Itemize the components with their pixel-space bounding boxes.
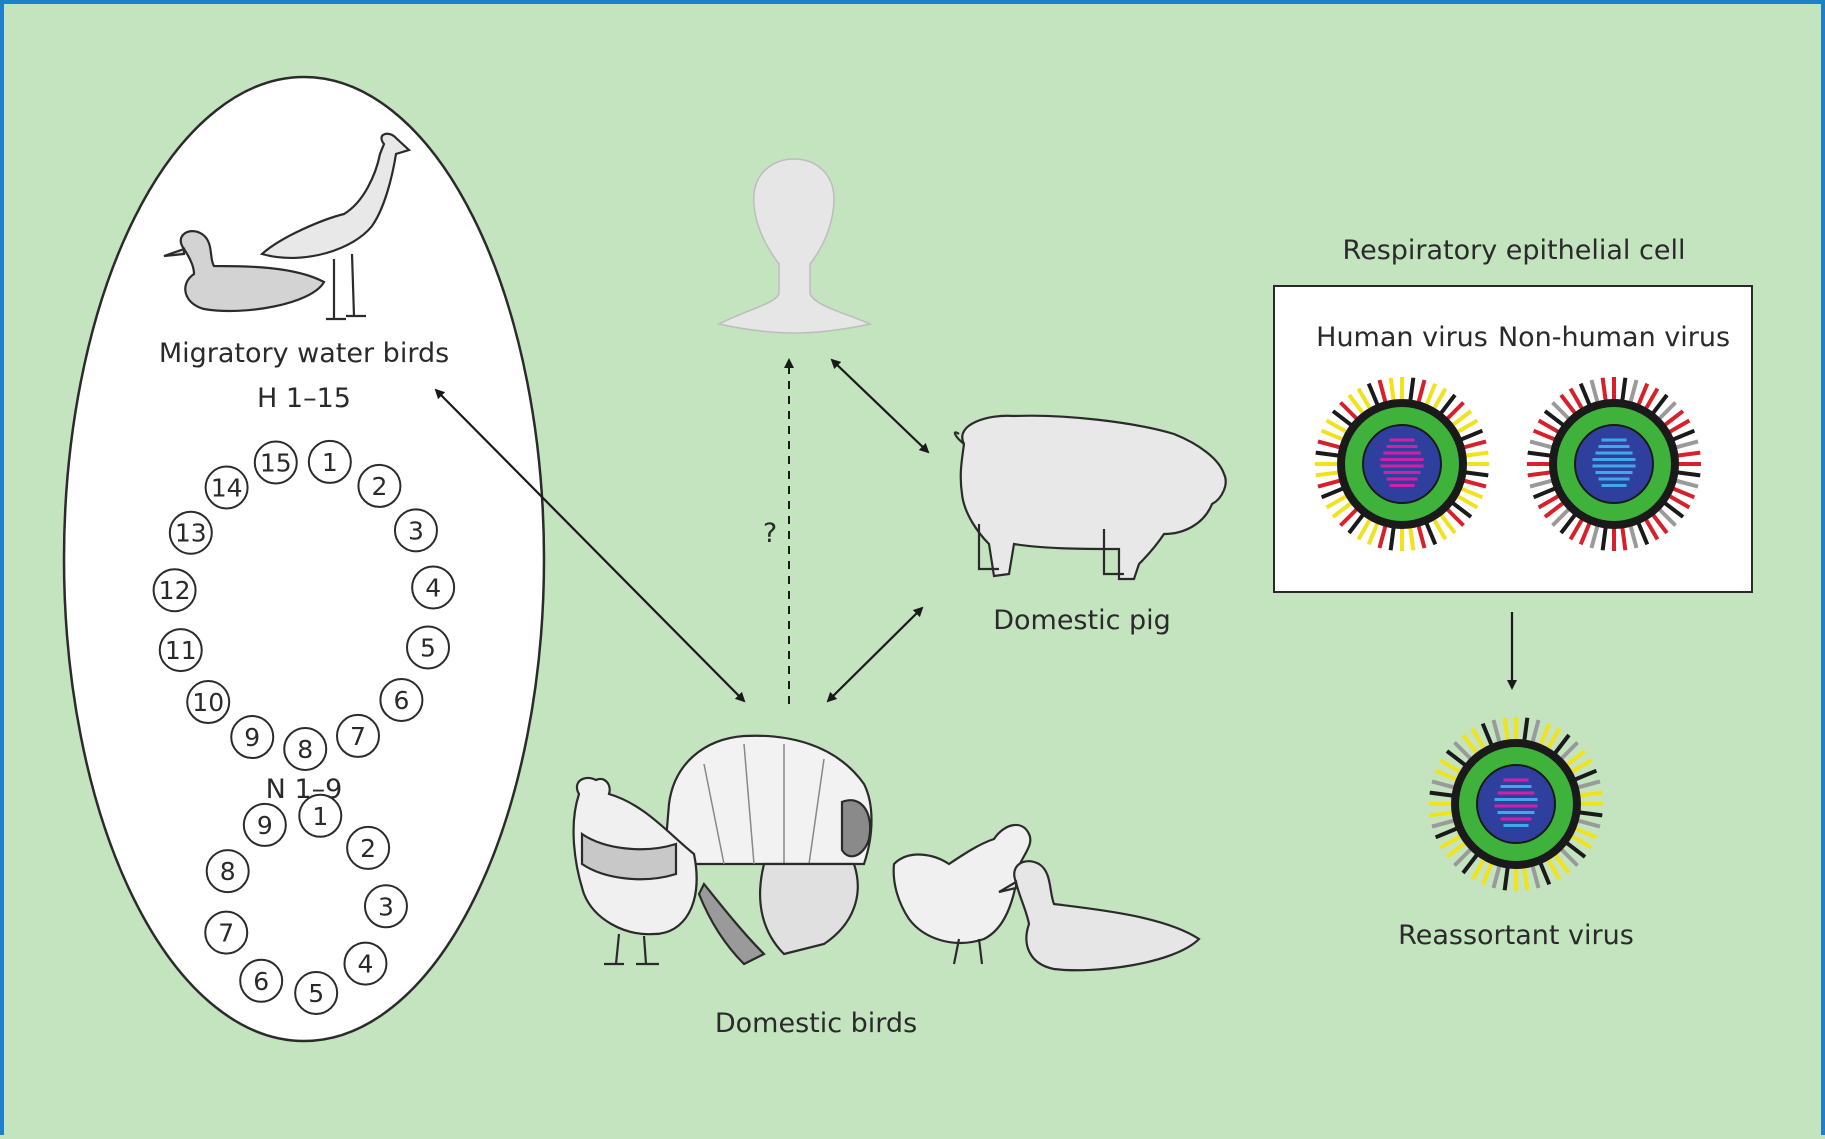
domestic-pig-label: Domestic pig xyxy=(993,605,1171,636)
h-subtype-15: 15 xyxy=(255,441,297,483)
arrow-human-pig xyxy=(832,360,928,452)
h-subtype-6: 6 xyxy=(380,679,422,721)
h-subtype-number: 6 xyxy=(393,686,409,715)
hen-icon xyxy=(894,825,1031,964)
h-subtype-1: 1 xyxy=(309,441,351,483)
migratory-birds-label: Migratory water birds xyxy=(159,338,449,369)
n-subtype-number: 8 xyxy=(220,857,236,886)
n-subtype-number: 7 xyxy=(218,919,234,948)
n-subtype-7: 7 xyxy=(205,912,247,954)
h-subtype-12: 12 xyxy=(154,569,196,611)
h-subtype-number: 10 xyxy=(192,688,224,717)
nonhuman-virus-icon xyxy=(1527,377,1701,551)
n-subtype-2: 2 xyxy=(347,827,389,869)
h-subtypes-title: H 1–15 xyxy=(257,383,351,414)
virus-core xyxy=(1363,425,1441,503)
n-subtype-number: 9 xyxy=(257,811,273,840)
h-subtype-number: 14 xyxy=(211,474,243,503)
reassortant-virus-label: Reassortant virus xyxy=(1398,920,1634,951)
unknown-transmission-mark: ? xyxy=(763,518,777,549)
domestic-birds-label: Domestic birds xyxy=(715,1008,917,1039)
h-subtype-number: 12 xyxy=(159,576,191,605)
h-subtype-number: 2 xyxy=(371,472,387,501)
migratory-birds-ellipse xyxy=(64,77,544,1041)
epithelial-cell-label: Respiratory epithelial cell xyxy=(1343,235,1686,266)
human-virus-icon xyxy=(1315,377,1489,551)
h-subtype-number: 3 xyxy=(408,516,424,545)
transmission-diagram: Migratory water birds H 1–15 12345678910… xyxy=(4,4,1825,1139)
n-subtype-9: 9 xyxy=(244,804,286,846)
n-subtype-5: 5 xyxy=(295,972,337,1014)
h-subtype-7: 7 xyxy=(337,715,379,757)
turkey-icon xyxy=(664,736,872,964)
n-subtype-4: 4 xyxy=(344,943,386,985)
n-subtype-6: 6 xyxy=(240,960,282,1002)
duck-domestic-icon xyxy=(999,861,1199,970)
h-subtype-number: 15 xyxy=(260,448,292,477)
n-subtype-1: 1 xyxy=(299,795,341,837)
h-subtype-number: 11 xyxy=(165,636,197,665)
human-virus-label: Human virus xyxy=(1316,322,1488,353)
virus-core xyxy=(1477,765,1555,843)
n-subtype-number: 4 xyxy=(357,950,373,979)
n-subtype-number: 1 xyxy=(312,802,328,831)
h-subtype-number: 8 xyxy=(297,735,313,764)
h-subtype-10: 10 xyxy=(187,681,229,723)
h-subtype-number: 5 xyxy=(420,634,436,663)
h-subtype-13: 13 xyxy=(170,512,212,554)
n-subtype-number: 3 xyxy=(378,892,394,921)
h-subtype-number: 7 xyxy=(350,722,366,751)
n-subtype-number: 5 xyxy=(308,979,324,1008)
reassortant-virus-icon xyxy=(1429,717,1603,891)
h-subtype-5: 5 xyxy=(407,627,449,669)
h-subtype-4: 4 xyxy=(412,566,454,608)
h-subtype-3: 3 xyxy=(395,509,437,551)
h-subtype-number: 13 xyxy=(175,519,207,548)
h-subtype-number: 1 xyxy=(322,448,338,477)
n-subtype-8: 8 xyxy=(207,850,249,892)
arrow-domestic-pig xyxy=(828,608,922,701)
h-subtype-9: 9 xyxy=(231,716,273,758)
h-subtype-2: 2 xyxy=(358,465,400,507)
virus-core xyxy=(1575,425,1653,503)
h-subtype-number: 4 xyxy=(425,573,441,602)
n-subtype-number: 2 xyxy=(360,834,376,863)
nonhuman-virus-label: Non-human virus xyxy=(1498,322,1730,353)
h-subtype-14: 14 xyxy=(206,467,248,509)
n-subtype-3: 3 xyxy=(365,885,407,927)
n-subtype-number: 6 xyxy=(253,967,269,996)
h-subtype-number: 9 xyxy=(244,723,260,752)
h-subtype-8: 8 xyxy=(284,728,326,770)
pig-icon xyxy=(955,416,1226,579)
human-silhouette-icon xyxy=(719,159,870,333)
h-subtype-11: 11 xyxy=(160,629,202,671)
